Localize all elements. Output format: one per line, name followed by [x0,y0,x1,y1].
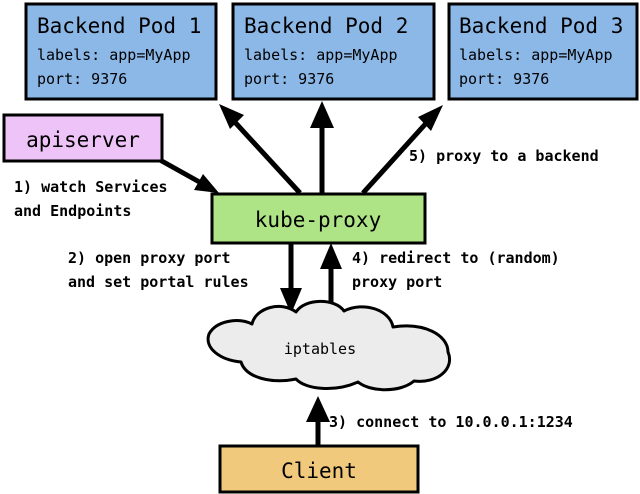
step-4-line-2: proxy port [352,273,442,291]
apiserver-node: apiserver [2,113,164,163]
step-5-line-1: 5) proxy to a backend [409,147,599,165]
backend-pod-1-node: Backend Pod 1 labels: app=MyApp port: 93… [24,2,218,101]
edge-client-to-iptables [306,396,330,446]
step-2-label: 2) open proxy port and set portal rules [68,249,249,291]
backend-pod-3-node: Backend Pod 3 labels: app=MyApp port: 93… [447,2,639,101]
iptables-node: iptables [206,299,451,392]
backend-pod-2-labels: labels: app=MyApp [244,46,398,64]
backend-pod-1-port: port: 9376 [37,70,127,88]
kube-proxy-node: kube-proxy [210,192,427,245]
backend-pod-3-title: Backend Pod 3 [459,14,623,38]
step-labels: 1) watch Services and Endpoints 2) open … [14,147,599,431]
apiserver-label: apiserver [26,128,140,152]
backend-pod-3-port: port: 9376 [459,70,549,88]
edge-kubeproxy-to-pod2 [310,101,334,193]
edge-kubeproxy-to-iptables [280,243,302,314]
step-2-line-2: and set portal rules [68,273,249,291]
backend-pod-1-title: Backend Pod 1 [37,14,201,38]
client-node: Client [218,444,420,494]
backend-pod-3-labels: labels: app=MyApp [459,46,613,64]
edge-apiserver-to-kubeproxy [158,157,219,193]
backend-pod-2-title: Backend Pod 2 [244,14,408,38]
step-3-label: 3) connect to 10.0.0.1:1234 [329,413,573,431]
client-label: Client [281,459,357,483]
connectors [158,101,443,446]
step-1-label: 1) watch Services and Endpoints [14,178,168,220]
step-1-line-1: 1) watch Services [14,178,168,196]
backend-pod-2-port: port: 9376 [244,70,334,88]
step-3-line-1: 3) connect to 10.0.0.1:1234 [329,413,573,431]
backend-pod-1-labels: labels: app=MyApp [37,46,191,64]
step-4-line-1: 4) redirect to (random) [352,249,560,267]
step-5-label: 5) proxy to a backend [409,147,599,165]
edge-kubeproxy-to-pod1 [219,104,302,195]
step-1-line-2: and Endpoints [14,202,131,220]
kube-proxy-label: kube-proxy [255,208,381,232]
step-4-label: 4) redirect to (random) proxy port [352,249,560,291]
backend-pod-2-node: Backend Pod 2 labels: app=MyApp port: 93… [231,2,436,101]
step-2-line-1: 2) open proxy port [68,249,231,267]
edge-kubeproxy-to-pod3 [361,105,443,195]
iptables-label: iptables [284,340,356,358]
